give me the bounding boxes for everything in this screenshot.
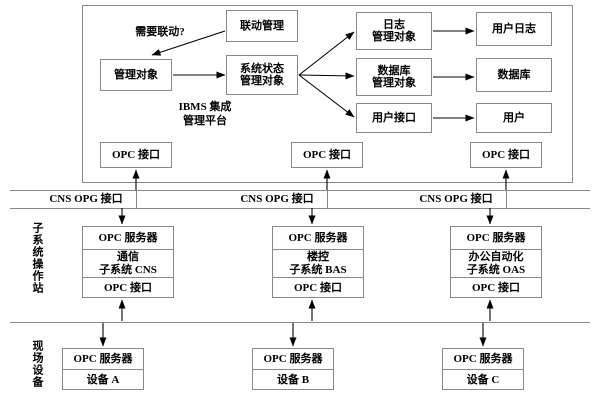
box-database-management-object-line1: 数据库 (377, 64, 411, 77)
opc-interface-platform-mid[interactable]: OPC 接口 (291, 142, 363, 168)
subsystem-bas-opc-interface[interactable]: OPC 接口 (273, 277, 363, 298)
subsystem-oas-opc-interface-label: OPC 接口 (472, 281, 520, 294)
opc-interface-platform-right[interactable]: OPC 接口 (470, 142, 542, 168)
device-c-name: 设备 C (443, 369, 523, 390)
bus-label-cns-left: CNS OPG 接口 (49, 193, 123, 205)
subsystem-cns-name-line1: 通信 (117, 251, 139, 264)
subsystem-bas-name-line2: 子系统 BAS (289, 263, 347, 276)
subsystem-oas[interactable]: OPC 服务器 办公自动化 子系统 OAS OPC 接口 (450, 226, 542, 298)
box-log-management-object-line2: 管理对象 (372, 31, 416, 43)
device-a-server: OPC 服务器 (63, 349, 143, 369)
box-linkage-management[interactable]: 联动管理 (226, 10, 298, 42)
subsystem-bas-server: OPC 服务器 (273, 227, 363, 249)
subsystem-bas[interactable]: OPC 服务器 楼控 子系统 BAS OPC 接口 (272, 226, 364, 298)
device-b-server: OPC 服务器 (253, 349, 333, 369)
box-user-log[interactable]: 用户日志 (476, 12, 552, 46)
bus-divider-mid (327, 190, 328, 208)
box-system-state-object[interactable]: 系统状态 管理对象 (226, 55, 298, 95)
ibms-title-line1: IBMS 集成 (178, 101, 232, 113)
subsystem-cns[interactable]: OPC 服务器 通信 子系统 CNS OPC 接口 (82, 226, 174, 298)
subsystem-bas-name-line1: 楼控 (307, 251, 329, 264)
subsystem-cns-name: 通信 子系统 CNS (83, 249, 173, 277)
subsystem-oas-name-line2: 子系统 OAS (466, 263, 526, 276)
device-c[interactable]: OPC 服务器 设备 C (442, 348, 524, 390)
subsystem-oas-opc-interface[interactable]: OPC 接口 (451, 277, 541, 298)
box-user-interface-label: 用户接口 (372, 111, 416, 124)
box-managed-object-label: 管理对象 (114, 68, 158, 81)
device-a-name-label: 设备 A (86, 373, 120, 386)
bus-divider-left (136, 190, 137, 208)
layer-label-subsystem-station: 子系统操作站 (31, 222, 43, 294)
device-b-name-label: 设备 B (276, 373, 310, 386)
device-b-name: 设备 B (253, 369, 333, 390)
subsystem-cns-server-label: OPC 服务器 (98, 231, 158, 244)
opc-interface-platform-mid-label: OPC 接口 (303, 148, 351, 161)
bus-line-top (10, 190, 590, 191)
subsystem-cns-opc-interface[interactable]: OPC 接口 (83, 277, 173, 298)
subsystem-oas-server: OPC 服务器 (451, 227, 541, 249)
annotation-need-linkage: 需要联动? (135, 26, 185, 38)
subsystem-cns-name-line2: 子系统 CNS (99, 263, 157, 276)
device-c-server-label: OPC 服务器 (453, 352, 513, 365)
subsystem-cns-opc-interface-label: OPC 接口 (104, 281, 152, 294)
box-database-management-object-line2: 管理对象 (372, 77, 416, 89)
device-b[interactable]: OPC 服务器 设备 B (252, 348, 334, 390)
box-system-state-object-line1: 系统状态 (240, 62, 284, 75)
device-b-server-label: OPC 服务器 (263, 352, 323, 365)
subsystem-bas-server-label: OPC 服务器 (288, 231, 348, 244)
subsystem-oas-server-label: OPC 服务器 (466, 231, 526, 244)
layer-label-field-device: 现场设备 (31, 340, 43, 388)
opc-interface-platform-left-label: OPC 接口 (112, 148, 160, 161)
subsystem-oas-name: 办公自动化 子系统 OAS (451, 249, 541, 277)
subsystem-bas-opc-interface-label: OPC 接口 (294, 281, 342, 294)
opc-interface-platform-right-label: OPC 接口 (482, 148, 530, 161)
box-managed-object[interactable]: 管理对象 (100, 59, 172, 91)
box-log-management-object-line1: 日志 (383, 18, 405, 31)
device-a-server-label: OPC 服务器 (73, 352, 133, 365)
box-database[interactable]: 数据库 (476, 58, 552, 92)
device-c-name-label: 设备 C (466, 373, 500, 386)
box-user[interactable]: 用户 (476, 103, 552, 133)
field-bus-line (10, 322, 590, 323)
box-user-label: 用户 (503, 111, 525, 124)
box-database-label: 数据库 (497, 68, 531, 81)
bus-label-cns-right: CNS OPG 接口 (419, 193, 493, 205)
opc-interface-platform-left[interactable]: OPC 接口 (100, 142, 172, 168)
device-a-name: 设备 A (63, 369, 143, 390)
box-user-log-label: 用户日志 (492, 22, 536, 35)
device-c-server: OPC 服务器 (443, 349, 523, 369)
bus-divider-right (506, 190, 507, 208)
subsystem-bas-name: 楼控 子系统 BAS (273, 249, 363, 277)
device-a[interactable]: OPC 服务器 设备 A (62, 348, 144, 390)
ibms-title-line2: 管理平台 (183, 115, 227, 127)
subsystem-cns-server: OPC 服务器 (83, 227, 173, 249)
box-user-interface[interactable]: 用户接口 (356, 103, 432, 133)
bus-line-bottom (10, 208, 590, 209)
subsystem-oas-name-line1: 办公自动化 (468, 251, 524, 264)
box-log-management-object[interactable]: 日志 管理对象 (356, 12, 432, 50)
box-linkage-management-label: 联动管理 (240, 19, 284, 32)
bus-label-cns-mid: CNS OPG 接口 (240, 193, 314, 205)
box-system-state-object-line2: 管理对象 (240, 75, 284, 87)
box-database-management-object[interactable]: 数据库 管理对象 (356, 58, 432, 96)
